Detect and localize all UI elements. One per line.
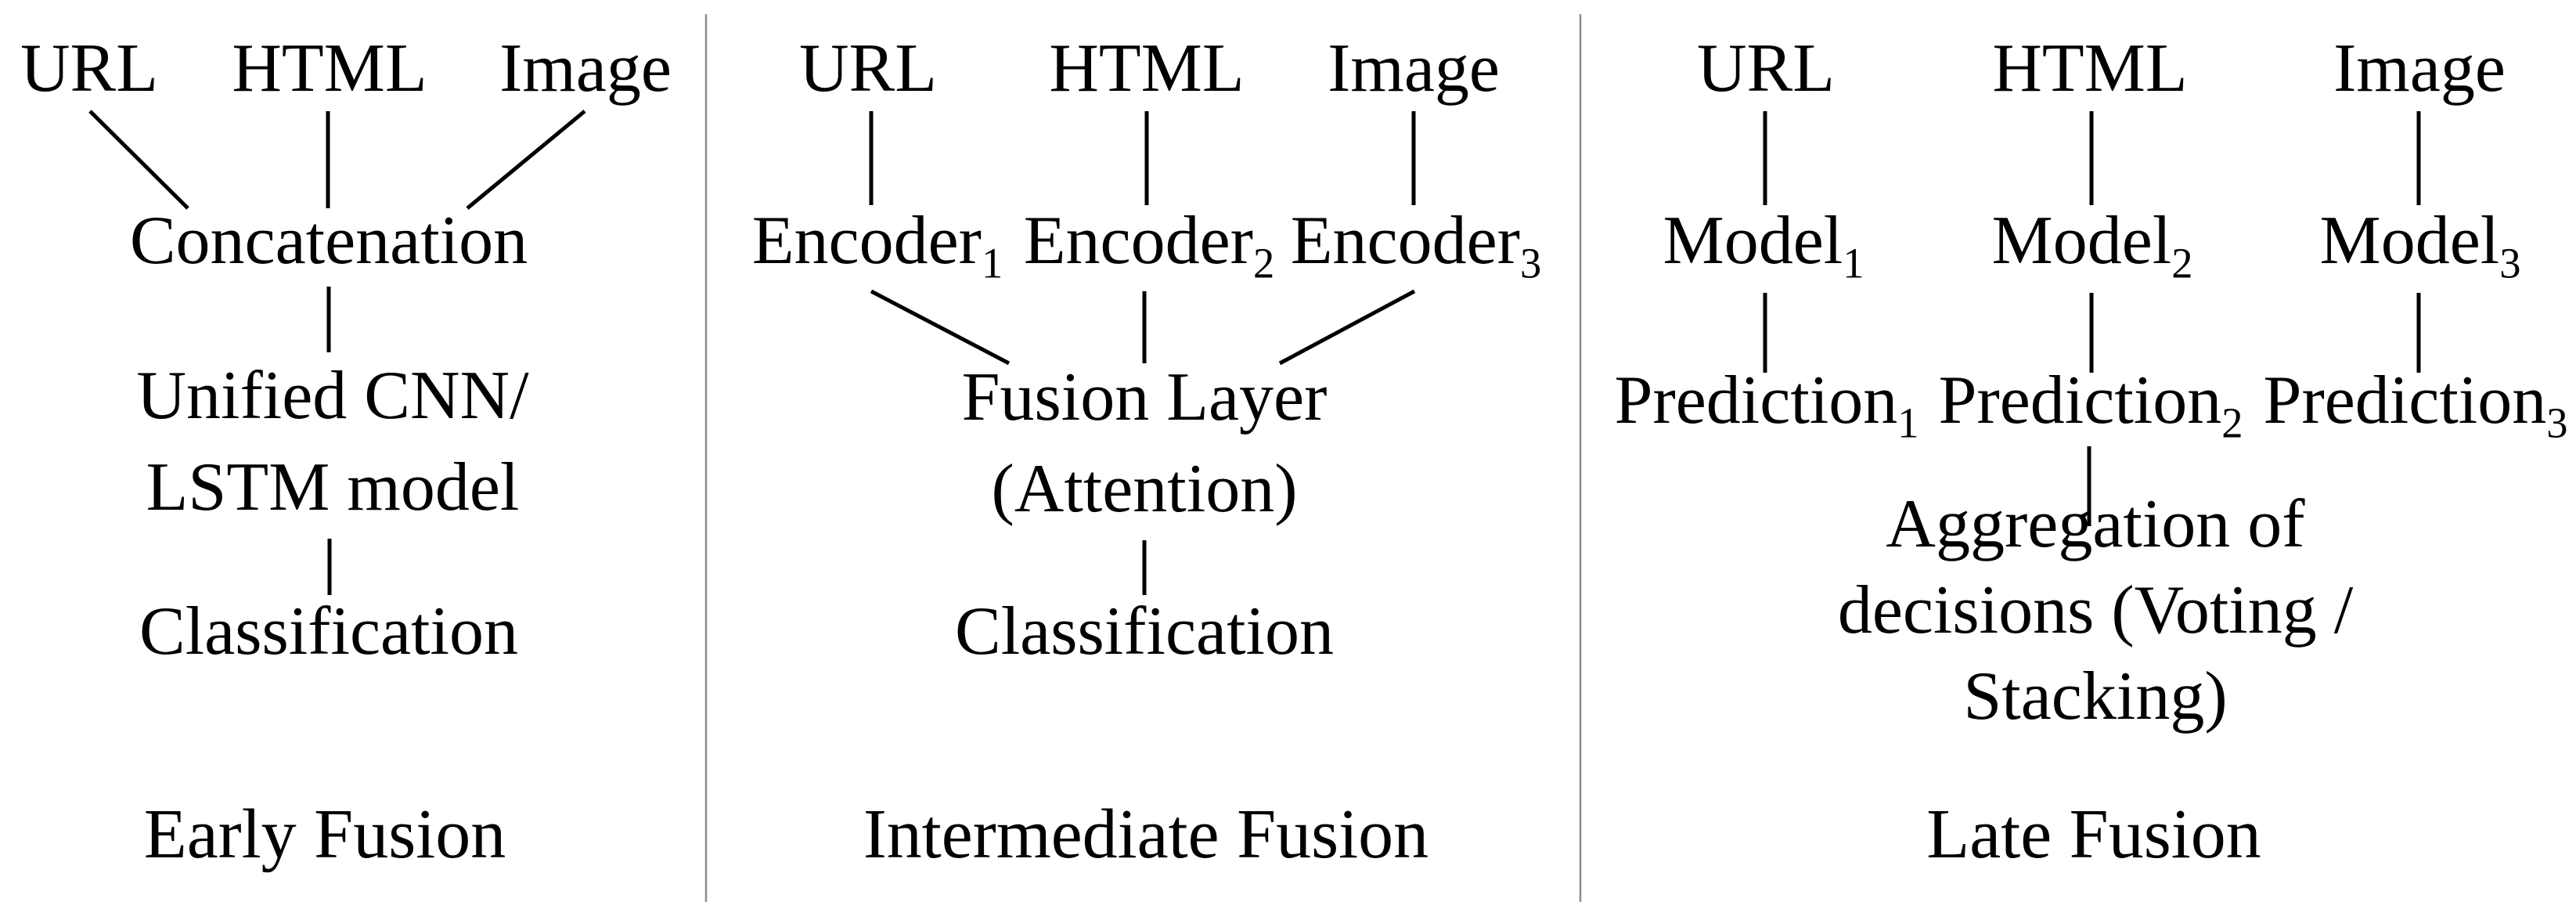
node-unified-cnn-lstm-line1: Unified CNN/: [136, 358, 529, 434]
caption-early-fusion: Early Fusion: [143, 796, 506, 873]
node-encoder-2-label: Encoder: [1023, 203, 1253, 279]
node-prediction-3-subscript: 3: [2546, 399, 2568, 447]
edge-encoder3-fusion: [1278, 289, 1416, 366]
node-prediction-2-label: Prediction: [1938, 363, 2222, 438]
node-model-3: Model3: [2319, 203, 2520, 284]
node-prediction-3-label: Prediction: [2263, 363, 2547, 438]
node-encoder-3-subscript: 3: [1519, 239, 1542, 287]
input-url-intermediate: URL: [799, 31, 937, 106]
node-classification-early: Classification: [139, 593, 518, 669]
node-model-2-label: Model: [1991, 203, 2172, 279]
node-prediction-1: Prediction1: [1614, 363, 1919, 444]
node-concatenation: Concatenation: [129, 203, 528, 279]
input-html-early: HTML: [232, 31, 427, 106]
input-url-early: URL: [20, 31, 158, 106]
input-url-late: URL: [1697, 31, 1835, 106]
node-aggregation-line3: Stacking): [1963, 658, 2228, 734]
edge-image-concatenation: [466, 110, 586, 210]
node-model-3-subscript: 3: [2499, 239, 2521, 287]
edge-url-concatenation: [88, 110, 189, 210]
node-unified-cnn-lstm-line2: LSTM model: [146, 449, 520, 526]
edge-encoder1-fusion: [870, 289, 1011, 366]
node-model-2-subscript: 2: [2171, 239, 2193, 287]
input-html-intermediate: HTML: [1049, 31, 1245, 106]
node-prediction-2-subscript: 2: [2221, 399, 2243, 447]
input-image-intermediate: Image: [1328, 31, 1500, 106]
node-fusion-layer-line1: Fusion Layer: [961, 359, 1328, 435]
caption-intermediate-fusion: Intermediate Fusion: [863, 796, 1429, 873]
node-prediction-1-label: Prediction: [1614, 363, 1898, 438]
node-fusion-layer: Fusion Layer (Attention): [962, 352, 1328, 535]
node-classification-intermediate: Classification: [955, 593, 1334, 669]
node-encoder-1-label: Encoder: [751, 203, 982, 279]
input-html-late: HTML: [1992, 31, 2188, 106]
node-encoder-2: Encoder2: [1023, 203, 1274, 284]
input-image-late: Image: [2333, 31, 2506, 106]
caption-late-fusion: Late Fusion: [1926, 796, 2261, 873]
node-model-1-subscript: 1: [1843, 239, 1864, 287]
node-model-2: Model2: [1991, 203, 2192, 284]
node-model-3-label: Model: [2319, 203, 2500, 279]
node-encoder-2-subscript: 2: [1252, 239, 1275, 287]
node-encoder-3: Encoder3: [1290, 203, 1541, 284]
node-model-1: Model1: [1663, 203, 1864, 284]
node-encoder-3-label: Encoder: [1290, 203, 1520, 279]
node-model-1-label: Model: [1663, 203, 1843, 279]
node-aggregation-line1: Aggregation of: [1886, 486, 2305, 562]
node-aggregation-line2: decisions (Voting /: [1837, 572, 2354, 648]
node-prediction-2: Prediction2: [1938, 363, 2243, 444]
node-prediction-1-subscript: 1: [1897, 399, 1919, 447]
node-unified-cnn-lstm: Unified CNN/ LSTM model: [136, 350, 528, 533]
node-aggregation: Aggregation of decisions (Voting / Stack…: [1838, 482, 2353, 740]
node-encoder-1-subscript: 1: [981, 239, 1003, 287]
node-encoder-1: Encoder1: [751, 203, 1003, 284]
input-image-early: Image: [499, 31, 672, 106]
node-fusion-layer-line2: (Attention): [991, 451, 1298, 528]
node-prediction-3: Prediction3: [2263, 363, 2568, 444]
